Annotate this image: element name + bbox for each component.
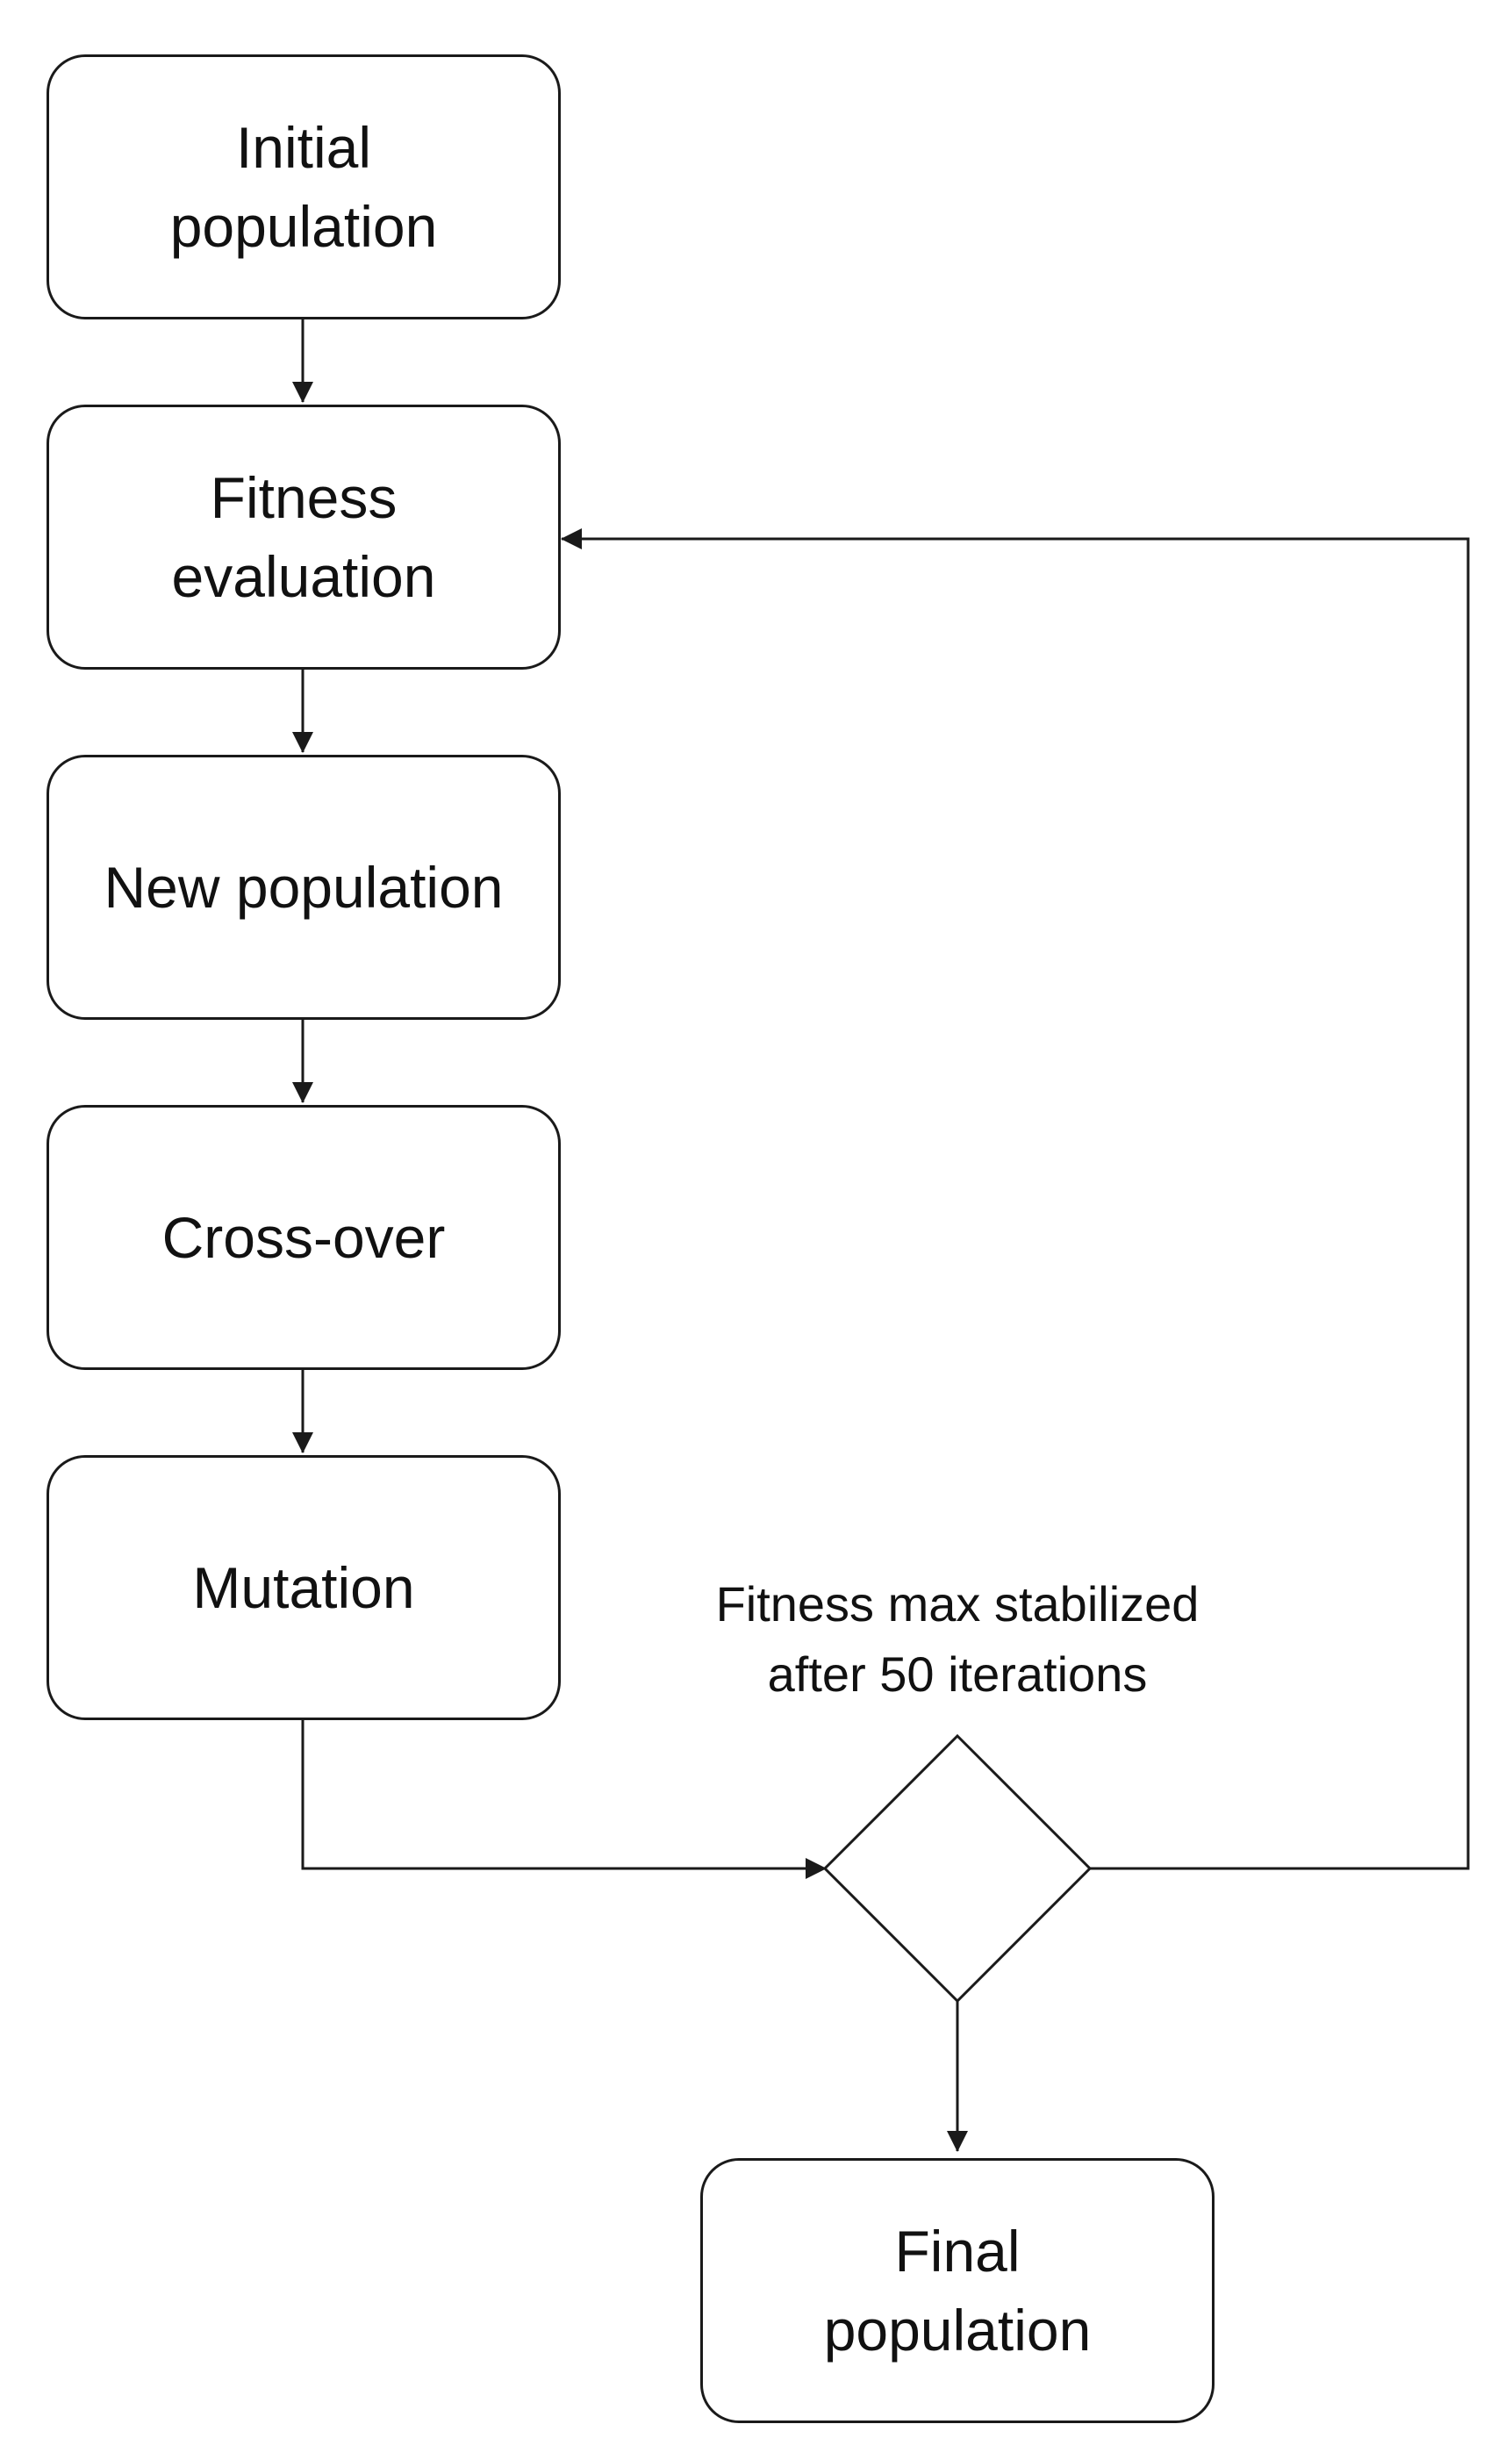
node-mutation-line-1: Mutation bbox=[192, 1555, 415, 1620]
node-new-population-line-1: New population bbox=[104, 855, 504, 920]
node-mutation: Mutation bbox=[47, 1455, 561, 1720]
node-initial-population-line-2: population bbox=[169, 194, 438, 259]
decision-label-line-2: after 50 iterations bbox=[767, 1646, 1148, 1702]
node-fitness-evaluation-line-2: evaluation bbox=[171, 544, 436, 609]
decision-label: Fitness max stabilized after 50 iteratio… bbox=[650, 1569, 1265, 1710]
edge-decision-to-fitness bbox=[561, 528, 1470, 1870]
node-final-population: Final population bbox=[700, 2158, 1215, 2423]
node-fitness-evaluation-line-1: Fitness bbox=[210, 465, 398, 530]
decision-label-line-1: Fitness max stabilized bbox=[715, 1576, 1200, 1632]
node-cross-over-line-1: Cross-over bbox=[161, 1205, 446, 1270]
node-final-population-line-2: population bbox=[823, 2298, 1092, 2363]
decision-diamond bbox=[822, 1733, 1093, 2004]
node-initial-population-line-1: Initial bbox=[235, 115, 372, 180]
node-cross-over: Cross-over bbox=[47, 1105, 561, 1370]
node-final-population-line-1: Final bbox=[894, 2219, 1021, 2284]
node-new-population: New population bbox=[47, 755, 561, 1020]
node-initial-population: Initial population bbox=[47, 54, 561, 319]
edge-mutation-to-decision bbox=[301, 1718, 827, 1879]
node-fitness-evaluation: Fitness evaluation bbox=[47, 405, 561, 670]
